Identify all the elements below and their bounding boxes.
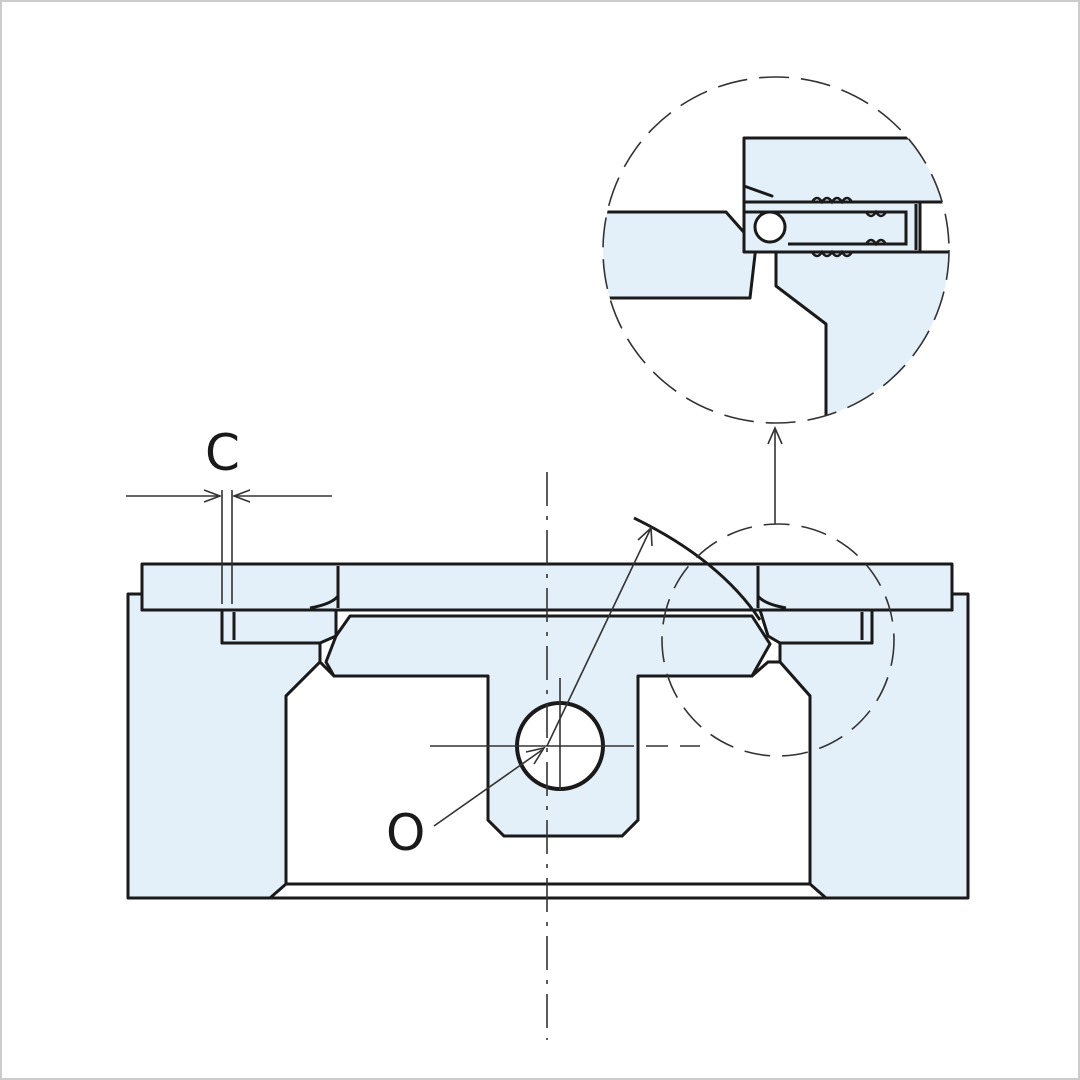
right-groove (758, 608, 874, 645)
dim-c-arrowhead-right (231, 489, 251, 503)
enlarged-detail (603, 136, 949, 423)
detail-marker-circle (661, 523, 895, 757)
detail-view-circle (602, 76, 950, 424)
detail-housing-wall (774, 250, 949, 423)
center-leader-arrowhead (525, 746, 546, 765)
top-plate (140, 562, 954, 612)
left-groove (220, 608, 338, 645)
detail-top-plate (742, 136, 949, 204)
detail-spring-right (864, 209, 888, 247)
center-leader-line (433, 749, 543, 827)
plate-chamfer-left (309, 595, 340, 610)
detail-seal-channel (744, 210, 908, 246)
detail-spring-lower (810, 249, 854, 258)
label-c: C (205, 424, 240, 482)
detail-rotor-piece (603, 210, 758, 300)
radius-arrowhead (637, 526, 653, 547)
plate-chamfer-right (756, 595, 787, 610)
radius-line (546, 529, 651, 747)
dim-c-arrowhead-left (203, 489, 223, 503)
detail-leader-arrowhead (767, 426, 783, 445)
swing-arc (633, 516, 762, 621)
detail-spring-upper (810, 196, 854, 205)
label-o: O (386, 804, 425, 862)
detail-oring (753, 210, 787, 244)
